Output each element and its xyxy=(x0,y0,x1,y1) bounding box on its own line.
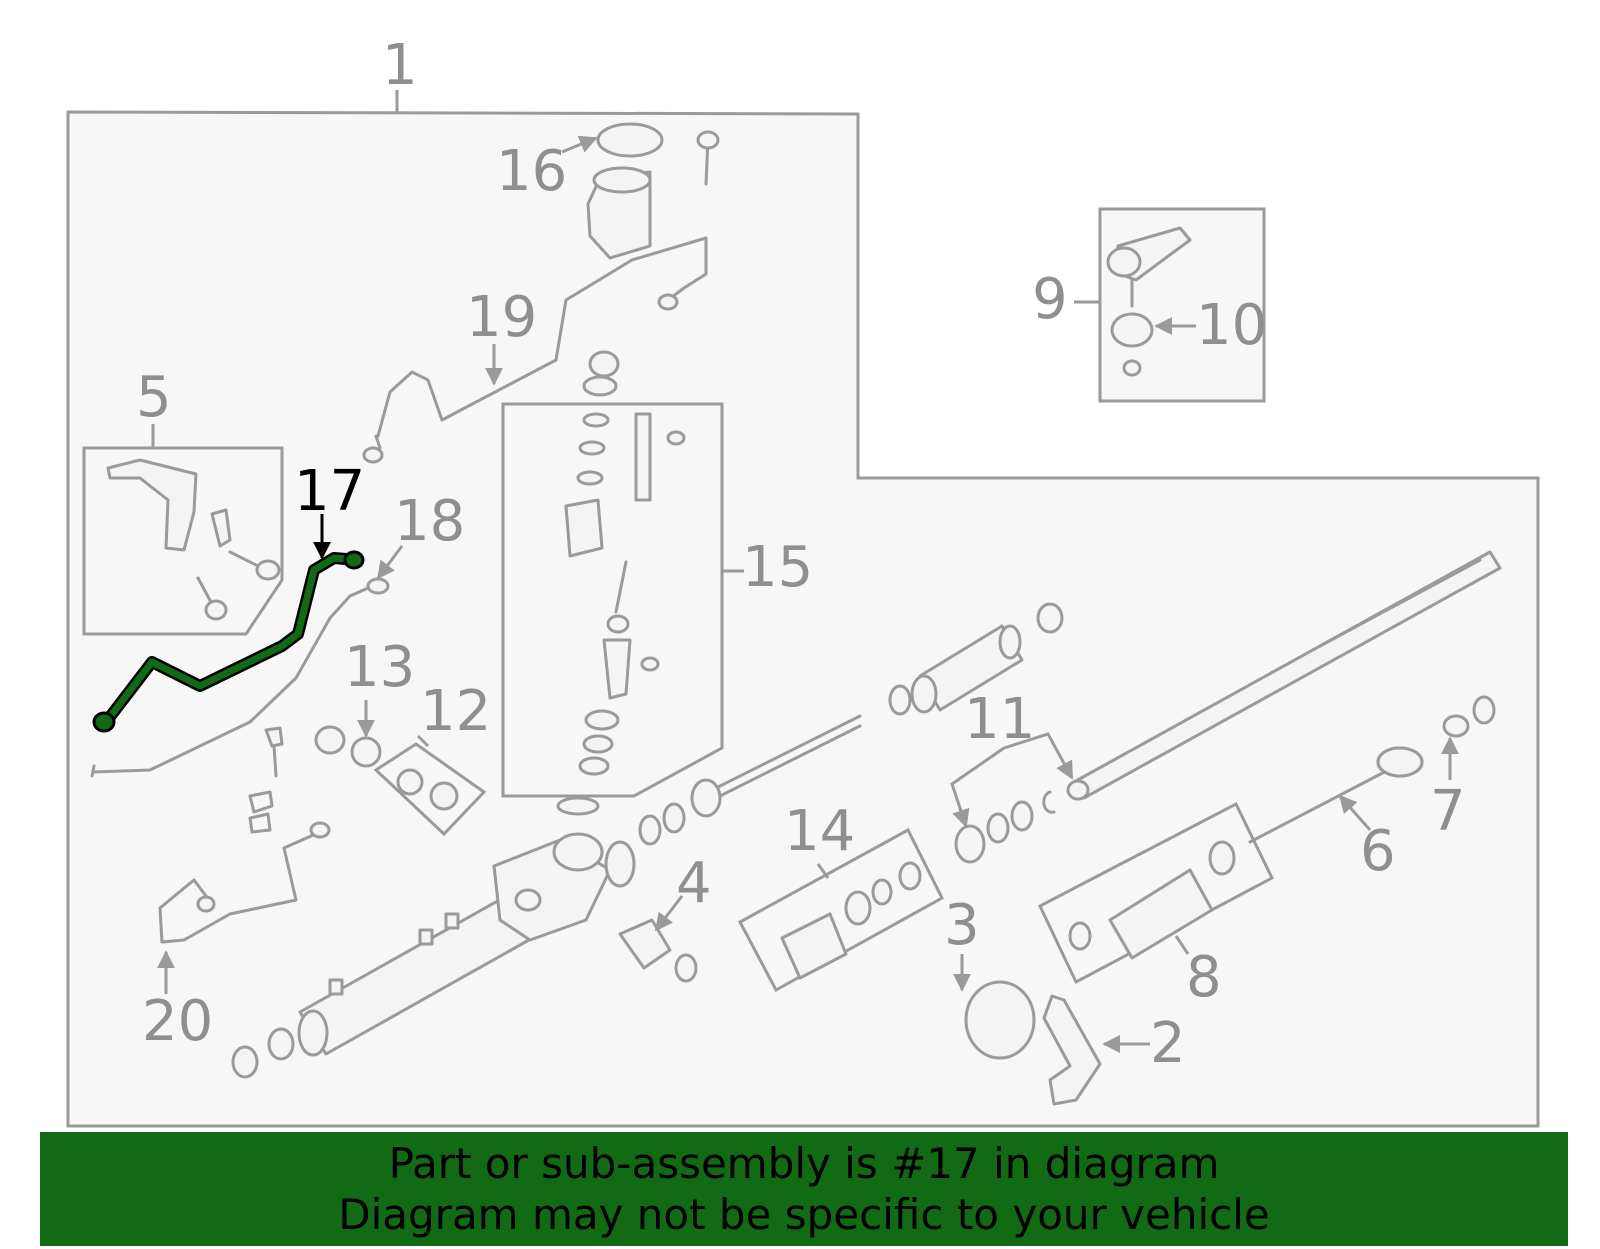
callout-16: 16 xyxy=(496,139,567,204)
valve-kit-box xyxy=(501,402,724,798)
callout-7: 7 xyxy=(1430,779,1466,844)
kit-12-box xyxy=(373,742,487,837)
callout-15: 15 xyxy=(742,535,813,600)
callout-10: 10 xyxy=(1196,293,1267,358)
callout-4: 4 xyxy=(676,851,712,916)
callout-13: 13 xyxy=(344,635,415,700)
callout-20: 20 xyxy=(142,989,213,1054)
mount-bushing-3 xyxy=(964,980,1036,1060)
tube-20 xyxy=(158,830,322,944)
valve-housing xyxy=(586,170,652,260)
dust-seal-16 xyxy=(596,122,664,158)
callout-1: 1 xyxy=(382,33,418,98)
banner-line-1: Part or sub-assembly is #17 in diagram xyxy=(388,1139,1220,1188)
callout-11: 11 xyxy=(964,687,1035,752)
highlighted-pressure-line-17 xyxy=(92,550,365,733)
callout-19: 19 xyxy=(466,285,537,350)
info-banner: Part or sub-assembly is #17 in diagram D… xyxy=(40,1132,1568,1246)
callout-9: 9 xyxy=(1032,267,1068,332)
callout-14: 14 xyxy=(784,799,855,864)
callout-5: 5 xyxy=(136,365,172,430)
callout-18: 18 xyxy=(394,489,465,554)
mount-bracket-2 xyxy=(1042,994,1102,1106)
inner-tie-rod-left xyxy=(698,724,862,808)
pressure-tube-19 xyxy=(376,236,708,438)
callout-17: 17 xyxy=(294,459,365,524)
rack-housing xyxy=(297,832,636,1057)
callout-12: 12 xyxy=(420,679,491,744)
callout-8: 8 xyxy=(1186,945,1222,1010)
nut-10 xyxy=(1110,312,1154,348)
callout-3: 3 xyxy=(944,893,980,958)
tie-rod-6 xyxy=(1248,764,1398,844)
callout-6: 6 xyxy=(1360,819,1396,884)
return-tube-18 xyxy=(92,586,370,774)
bushing-4 xyxy=(618,918,672,970)
banner-line-2: Diagram may not be specific to your vehi… xyxy=(338,1190,1270,1239)
callout-2: 2 xyxy=(1150,1011,1186,1076)
